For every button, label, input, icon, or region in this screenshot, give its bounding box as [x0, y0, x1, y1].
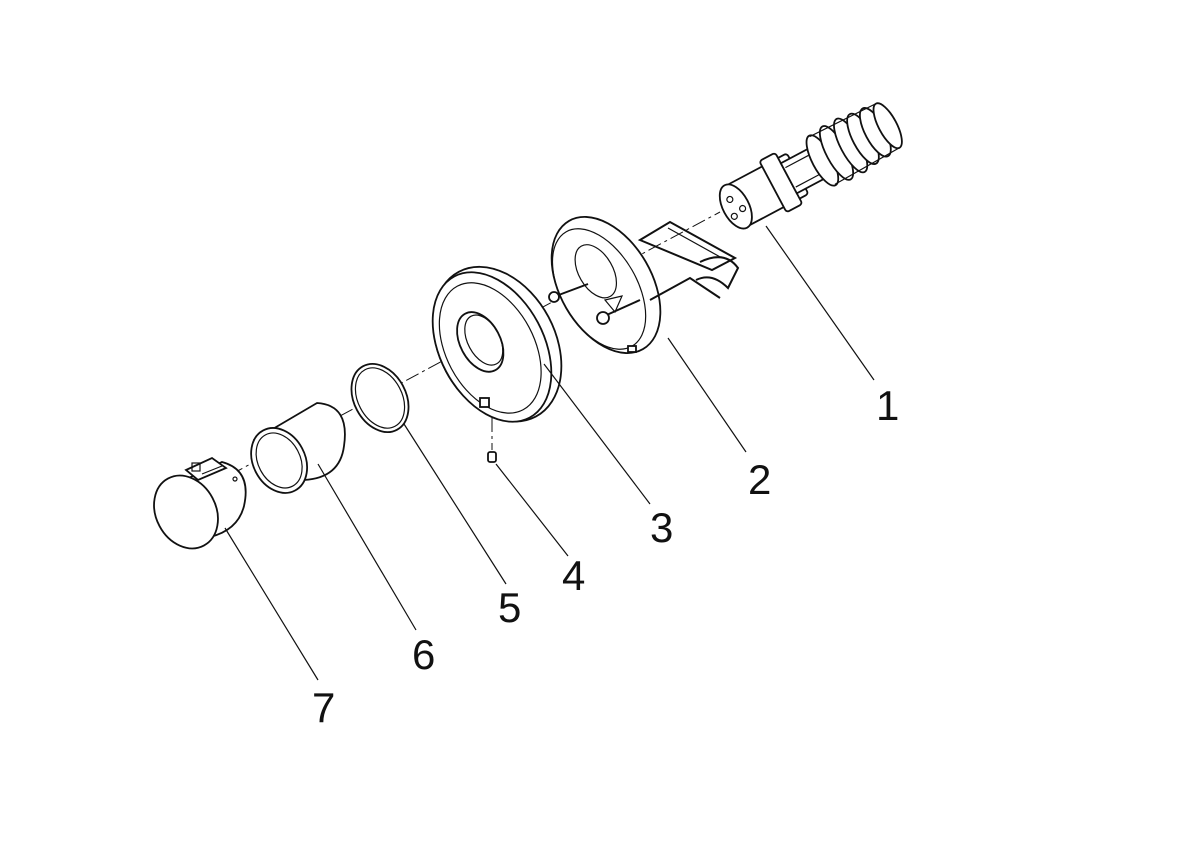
part-o-ring [350, 363, 410, 433]
leader-line-5 [403, 423, 507, 585]
leader-line-4 [495, 463, 569, 557]
leader-line-3 [543, 363, 651, 505]
callout-label-5: 5 [498, 584, 521, 631]
leader-line-1 [765, 225, 875, 381]
leader-line-2 [667, 337, 747, 453]
leader-line-6 [317, 463, 417, 631]
leader-line-7 [224, 527, 319, 681]
leader-lines [224, 225, 875, 681]
part-escutcheon [431, 265, 563, 423]
part-sleeve [250, 402, 346, 494]
part-mounting-plate [548, 216, 740, 354]
callout-label-3: 3 [650, 504, 673, 551]
callout-label-7: 7 [312, 684, 335, 731]
part-handle [153, 456, 247, 550]
part-cartridge [718, 102, 903, 230]
callout-label-6: 6 [412, 631, 435, 678]
callout-label-1: 1 [876, 382, 899, 429]
part-set-screw [487, 418, 497, 463]
callout-label-2: 2 [748, 456, 771, 503]
callout-label-4: 4 [562, 552, 585, 599]
